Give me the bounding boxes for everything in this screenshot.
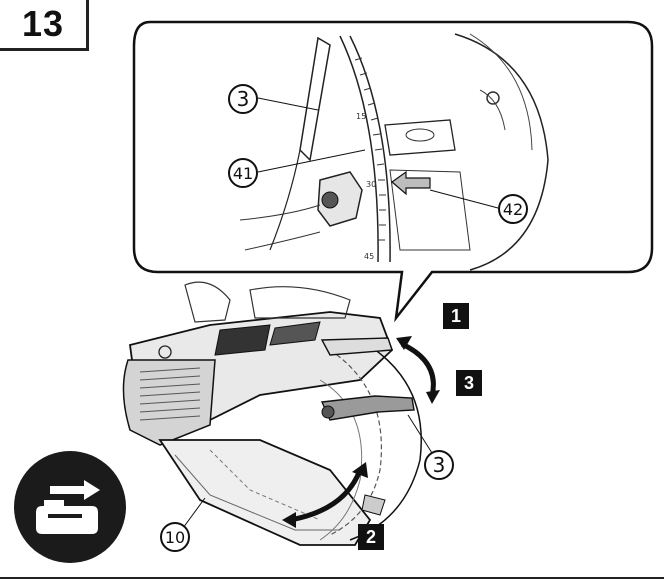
callout-lever: 3	[228, 84, 258, 114]
callout-pointer: 41	[228, 158, 258, 188]
callout-base: 10	[160, 522, 190, 552]
figure-number: 13	[0, 0, 89, 51]
scale-tick-15: 15	[356, 112, 367, 121]
pointer-arrow-icon	[391, 170, 431, 196]
scale-tick-30: 30	[366, 180, 377, 189]
callout-scale: 42	[498, 194, 528, 224]
detail-balloon	[132, 20, 654, 323]
battery-remove-icon	[14, 451, 126, 563]
scale-tick-45: 45	[364, 252, 375, 261]
arrow-left-icon	[50, 480, 100, 500]
callout-lever-main: 3	[424, 450, 454, 480]
step-1-marker: 1	[443, 303, 469, 329]
step-3-marker: 3	[456, 370, 482, 396]
saw-body	[122, 281, 440, 546]
step-2-marker: 2	[358, 524, 384, 550]
